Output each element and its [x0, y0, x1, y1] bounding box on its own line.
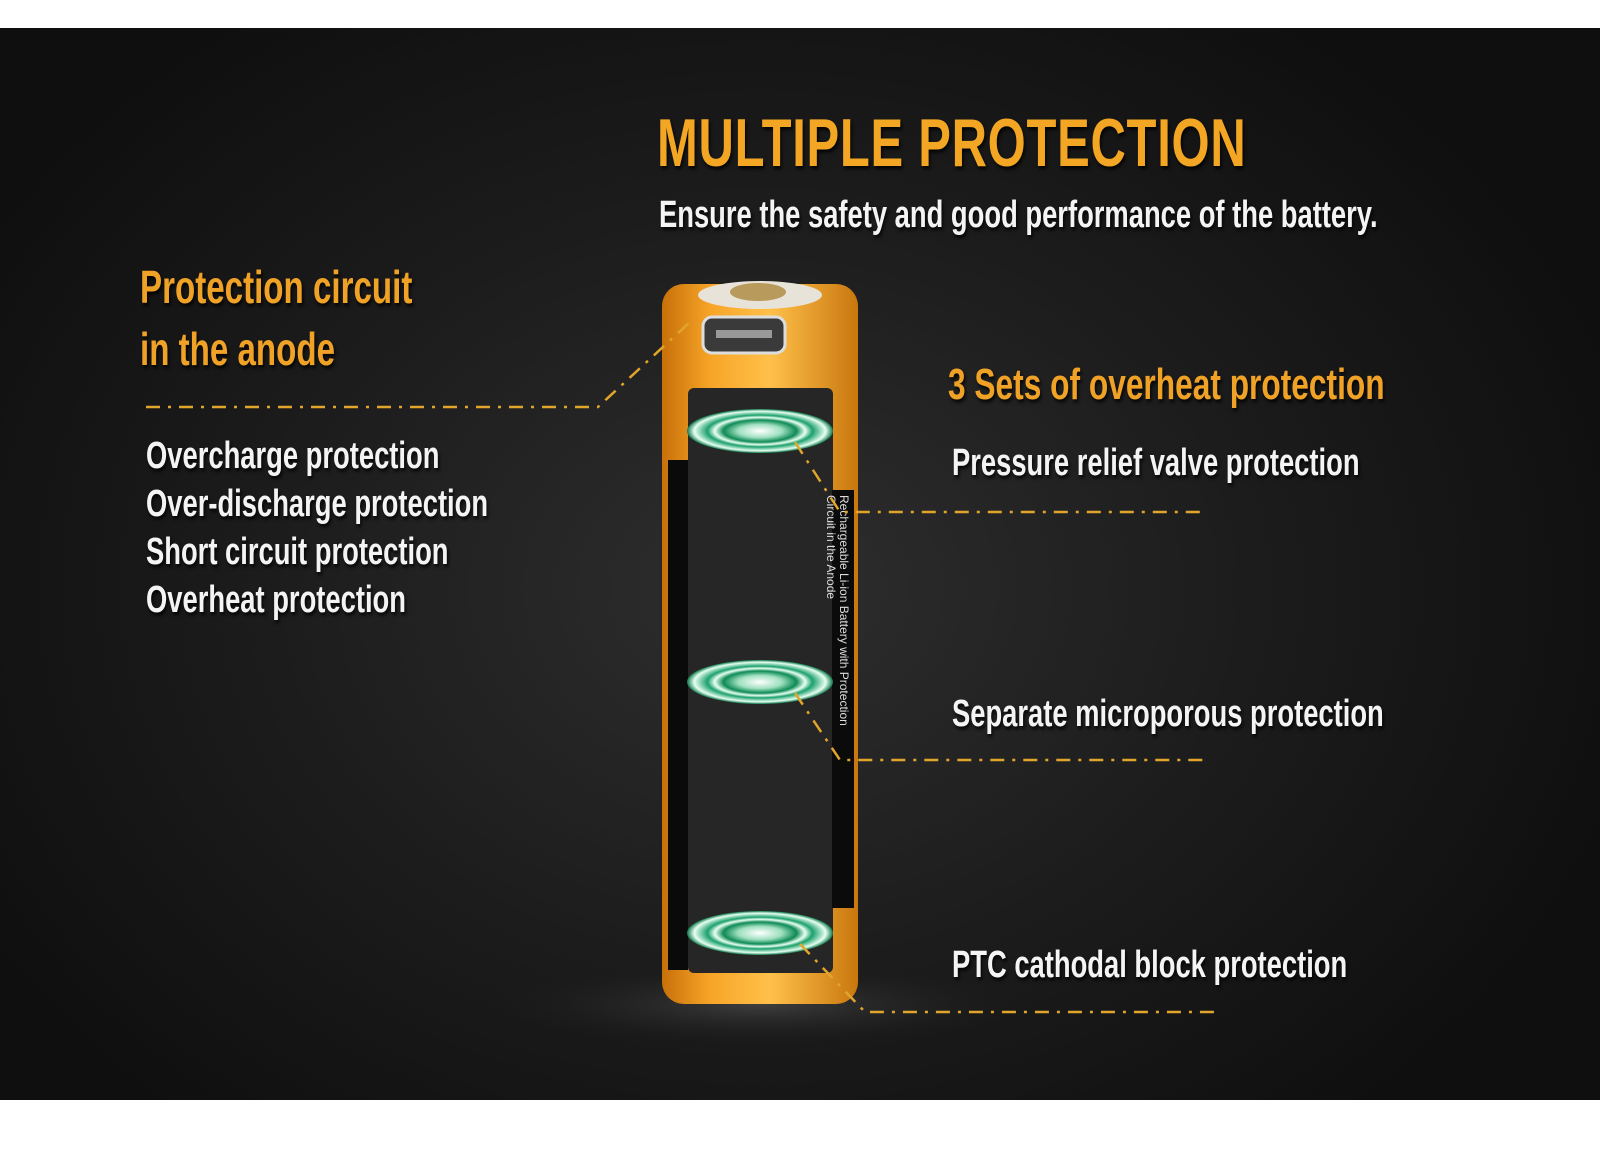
leader-line-anode: [146, 321, 691, 409]
left-list-item: Short circuit protection: [146, 531, 449, 573]
right-heading: 3 Sets of overheat protection: [948, 360, 1385, 409]
left-list-item: Over-discharge protection: [146, 483, 489, 525]
battery-label-strip: [832, 490, 854, 908]
page-title: MULTIPLE PROTECTION: [657, 105, 1247, 181]
protection-ring-1: [687, 409, 833, 453]
battery: [662, 281, 858, 1004]
subtitle: Ensure the safety and good performance o…: [659, 194, 1378, 236]
battery-label-line1: Rechargeable Li-ion Battery with Protect…: [837, 495, 851, 726]
leader-lines: [146, 321, 1220, 1014]
right-list-item-pressure-valve: Pressure relief valve protection: [952, 442, 1360, 484]
right-list-item-ptc: PTC cathodal block protection: [952, 944, 1348, 986]
protection-ring-2: [687, 660, 833, 704]
protection-ring-3: [687, 911, 833, 955]
leader-line-ptc: [799, 943, 1220, 1014]
battery-label-line2: Circuit in the Anode: [824, 495, 838, 599]
right-list-item-microporous: Separate microporous protection: [952, 693, 1384, 735]
left-heading-line2: in the anode: [140, 323, 336, 375]
left-heading-line1: Protection circuit: [140, 261, 413, 313]
positive-terminal: [730, 283, 786, 301]
left-list-item: Overheat protection: [146, 579, 406, 621]
left-list-item: Overcharge protection: [146, 435, 440, 477]
floor-glow: [500, 965, 1020, 1045]
